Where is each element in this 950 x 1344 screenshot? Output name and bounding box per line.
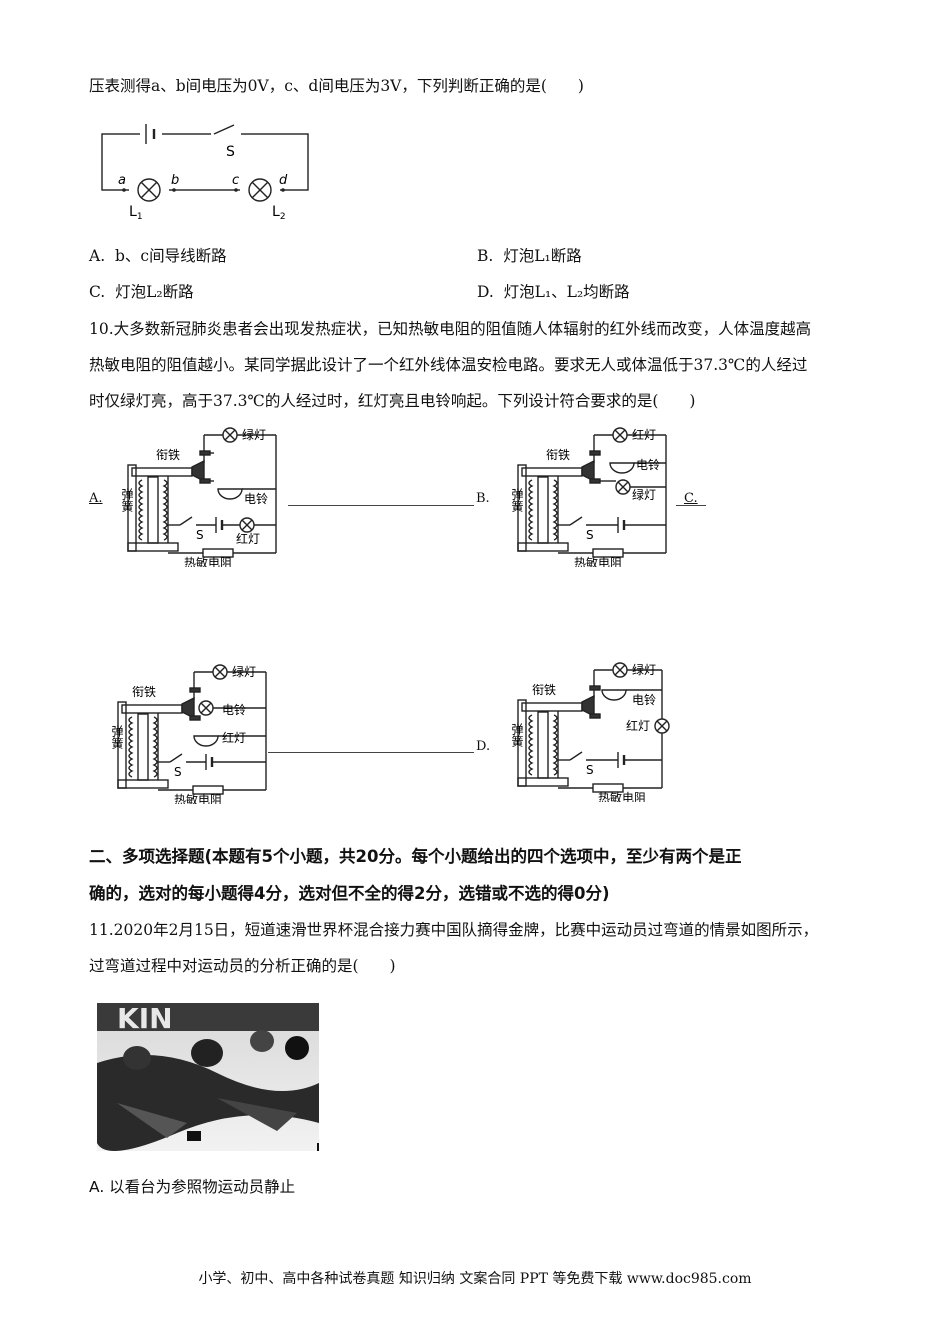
bell-label: 电铃 bbox=[244, 491, 268, 506]
q11-skaters-photo: KIN bbox=[97, 1003, 319, 1151]
q10-option-a-label[interactable]: A. bbox=[89, 491, 103, 506]
svg-text:弹簧: 弹簧 bbox=[100, 725, 124, 749]
svg-text:S: S bbox=[586, 763, 594, 777]
point-a: a bbox=[118, 173, 126, 188]
q9-circuit-diagram: S a b c d L1 L2 bbox=[101, 124, 309, 222]
footer-text: 小学、初中、高中各种试卷真题 知识归纳 文案合同 PPT 等免费下载 www.d… bbox=[198, 1271, 752, 1287]
svg-text:电铃: 电铃 bbox=[636, 457, 660, 472]
q9-option-b[interactable]: B. 灯泡L₁断路 bbox=[477, 247, 582, 265]
q10-circuit-b: 衔铁 红灯 电铃 绿灯 S 热敏电阻 弹簧 bbox=[500, 427, 667, 567]
point-b: b bbox=[171, 173, 179, 188]
armature-label: 衔铁 bbox=[156, 448, 180, 462]
svg-text:热敏电阻: 热敏电阻 bbox=[574, 555, 622, 567]
svg-text:热敏电阻: 热敏电阻 bbox=[598, 790, 646, 802]
bulb-l1-sub: 1 bbox=[137, 212, 143, 222]
section2-heading-line1: 二、多项选择题(本题有5个小题，共20分。每个小题给出的四个选项中，至少有两个是… bbox=[89, 847, 742, 866]
thermistor-label: 热敏电阻 bbox=[184, 555, 232, 567]
svg-text:S: S bbox=[586, 528, 594, 542]
q10-stem-line2: 热敏电阻的阻值越小。某同学据此设计了一个红外线体温安检电路。要求无人或体温低于3… bbox=[89, 356, 808, 374]
svg-text:电铃: 电铃 bbox=[222, 702, 246, 717]
svg-text:红灯: 红灯 bbox=[222, 730, 246, 745]
bulb-l2-sub: 2 bbox=[280, 212, 286, 222]
svg-text:L1: L1 bbox=[129, 204, 143, 222]
svg-text:衔铁: 衔铁 bbox=[546, 448, 570, 462]
q10-underline-c bbox=[676, 505, 706, 506]
switch-label: S bbox=[226, 144, 235, 160]
svg-text:热敏电阻: 热敏电阻 bbox=[174, 792, 222, 804]
svg-text:KIN: KIN bbox=[117, 1003, 173, 1035]
section2-heading-line2: 确的，选对的每小题得4分，选对但不全的得2分，选错或不选的得0分) bbox=[89, 884, 610, 903]
q10-circuit-d: 衔铁 绿灯 电铃 红灯 S 热敏电阻 弹簧 bbox=[500, 662, 670, 802]
red-lamp-label: 红灯 bbox=[236, 531, 260, 546]
q9-stem: 压表测得a、b间电压为0V，c、d间电压为3V，下列判断正确的是( ) bbox=[89, 77, 584, 95]
svg-text:L2: L2 bbox=[272, 204, 286, 222]
svg-text:绿灯: 绿灯 bbox=[632, 487, 656, 502]
bulb-l2-label: L bbox=[272, 204, 280, 220]
svg-text:弹簧: 弹簧 bbox=[500, 723, 524, 747]
bulb-l1-label: L bbox=[129, 204, 137, 220]
q9-option-d[interactable]: D. 灯泡L₁、L₂均断路 bbox=[477, 283, 630, 301]
svg-text:S: S bbox=[174, 765, 182, 779]
svg-text:电铃: 电铃 bbox=[632, 692, 656, 707]
svg-text:绿灯: 绿灯 bbox=[632, 662, 656, 677]
point-c: c bbox=[232, 173, 239, 188]
svg-text:红灯: 红灯 bbox=[632, 427, 656, 442]
svg-text:衔铁: 衔铁 bbox=[532, 683, 556, 697]
q10-option-c-label[interactable]: C. bbox=[684, 491, 698, 506]
q11-stem-line1: 11.2020年2月15日，短道速滑世界杯混合接力赛中国队摘得金牌，比赛中运动员… bbox=[89, 921, 819, 939]
spring-label: 弹簧 bbox=[110, 488, 134, 512]
q10-option-b-label[interactable]: B. bbox=[476, 491, 490, 506]
q10-underline-a bbox=[288, 505, 474, 506]
point-d: d bbox=[279, 173, 288, 188]
svg-text:衔铁: 衔铁 bbox=[132, 685, 156, 699]
switch-label: S bbox=[196, 528, 204, 542]
q10-circuit-c: 衔铁 绿灯 电铃 红灯 S 热敏电阻 弹簧 bbox=[100, 664, 267, 804]
q10-option-d-label[interactable]: D. bbox=[476, 739, 491, 754]
q10-circuit-a: 衔铁 绿灯 电铃 S 红灯 热敏电阻 弹簧 bbox=[110, 427, 277, 567]
svg-text:弹簧: 弹簧 bbox=[500, 488, 524, 512]
q9-option-c[interactable]: C. 灯泡L₂断路 bbox=[89, 283, 194, 301]
green-lamp-label: 绿灯 bbox=[242, 427, 266, 442]
q10-stem-line1: 10.大多数新冠肺炎患者会出现发热症状，已知热敏电阻的阻值随人体辐射的红外线而改… bbox=[89, 320, 812, 338]
q11-stem-line2: 过弯道过程中对运动员的分析正确的是( ) bbox=[89, 957, 396, 975]
svg-text:红灯: 红灯 bbox=[626, 718, 650, 733]
svg-text:绿灯: 绿灯 bbox=[232, 664, 256, 679]
q9-option-a[interactable]: A. b、c间导线断路 bbox=[89, 247, 227, 265]
q10-underline-d bbox=[268, 752, 474, 753]
q11-option-a[interactable]: A. 以看台为参照物运动员静止 bbox=[89, 1178, 296, 1196]
svg-text:弹簧: 弹簧 bbox=[110, 488, 134, 512]
q10-stem-line3: 时仅绿灯亮，高于37.3℃的人经过时，红灯亮且电铃响起。下列设计符合要求的是( … bbox=[89, 392, 696, 410]
